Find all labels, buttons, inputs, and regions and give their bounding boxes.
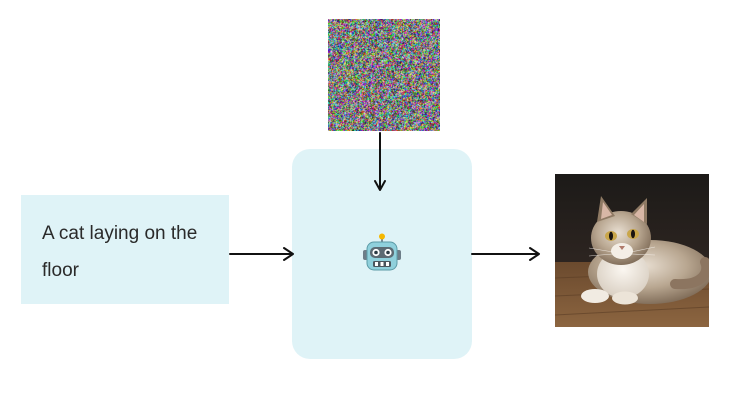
robot-face-icon <box>363 233 401 271</box>
prompt-to-model-arrow <box>229 247 294 261</box>
random-noise-image <box>328 19 440 131</box>
prompt-text: A cat laying on the floor <box>42 223 198 281</box>
text-prompt-box: A cat laying on the floor <box>21 195 229 304</box>
cat-photo <box>555 174 709 327</box>
model-to-output-arrow <box>471 247 540 261</box>
